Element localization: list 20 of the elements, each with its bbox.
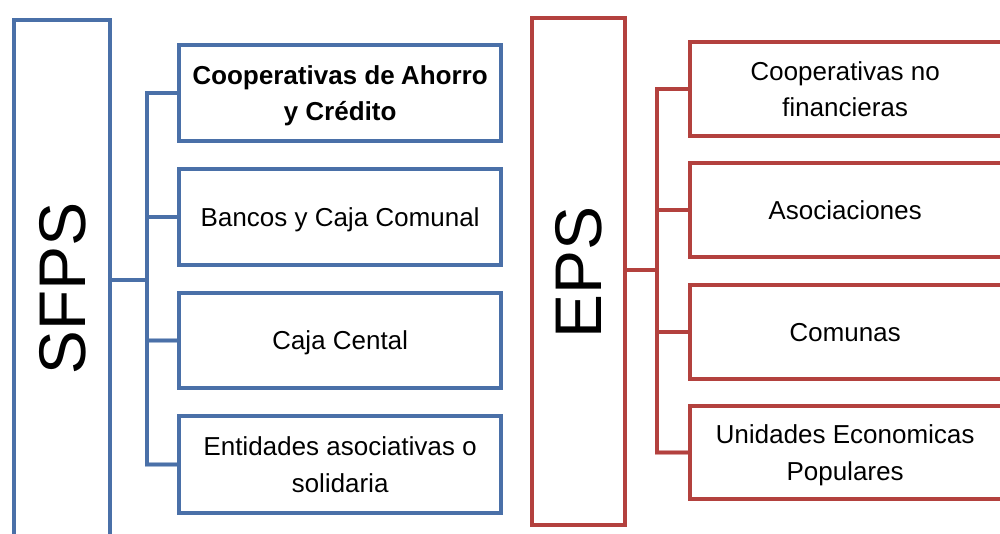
category-label: EPS <box>540 205 616 338</box>
category-label: SFPS <box>24 202 100 374</box>
item-label: Cooperativas no financieras <box>749 54 941 124</box>
category-box <box>12 18 112 534</box>
item-box <box>177 167 503 267</box>
item-label: Unidades Economicas Populares <box>714 418 976 488</box>
category-box <box>530 16 627 527</box>
item-box <box>177 414 503 515</box>
item-label: Entidades asociativas o solidaria <box>202 430 478 500</box>
item-box <box>177 43 503 143</box>
item-box <box>177 291 503 390</box>
item-box <box>688 283 1000 381</box>
item-label: Caja Cental <box>272 324 408 358</box>
item-label: Cooperativas de Ahorro y Crédito <box>191 58 489 128</box>
item-label: Asociaciones <box>768 194 922 227</box>
item-box <box>688 404 1000 501</box>
item-label: Comunas <box>789 316 901 349</box>
item-box <box>688 161 1000 259</box>
item-label: Bancos y Caja Comunal <box>200 200 480 234</box>
item-box <box>688 40 1000 138</box>
